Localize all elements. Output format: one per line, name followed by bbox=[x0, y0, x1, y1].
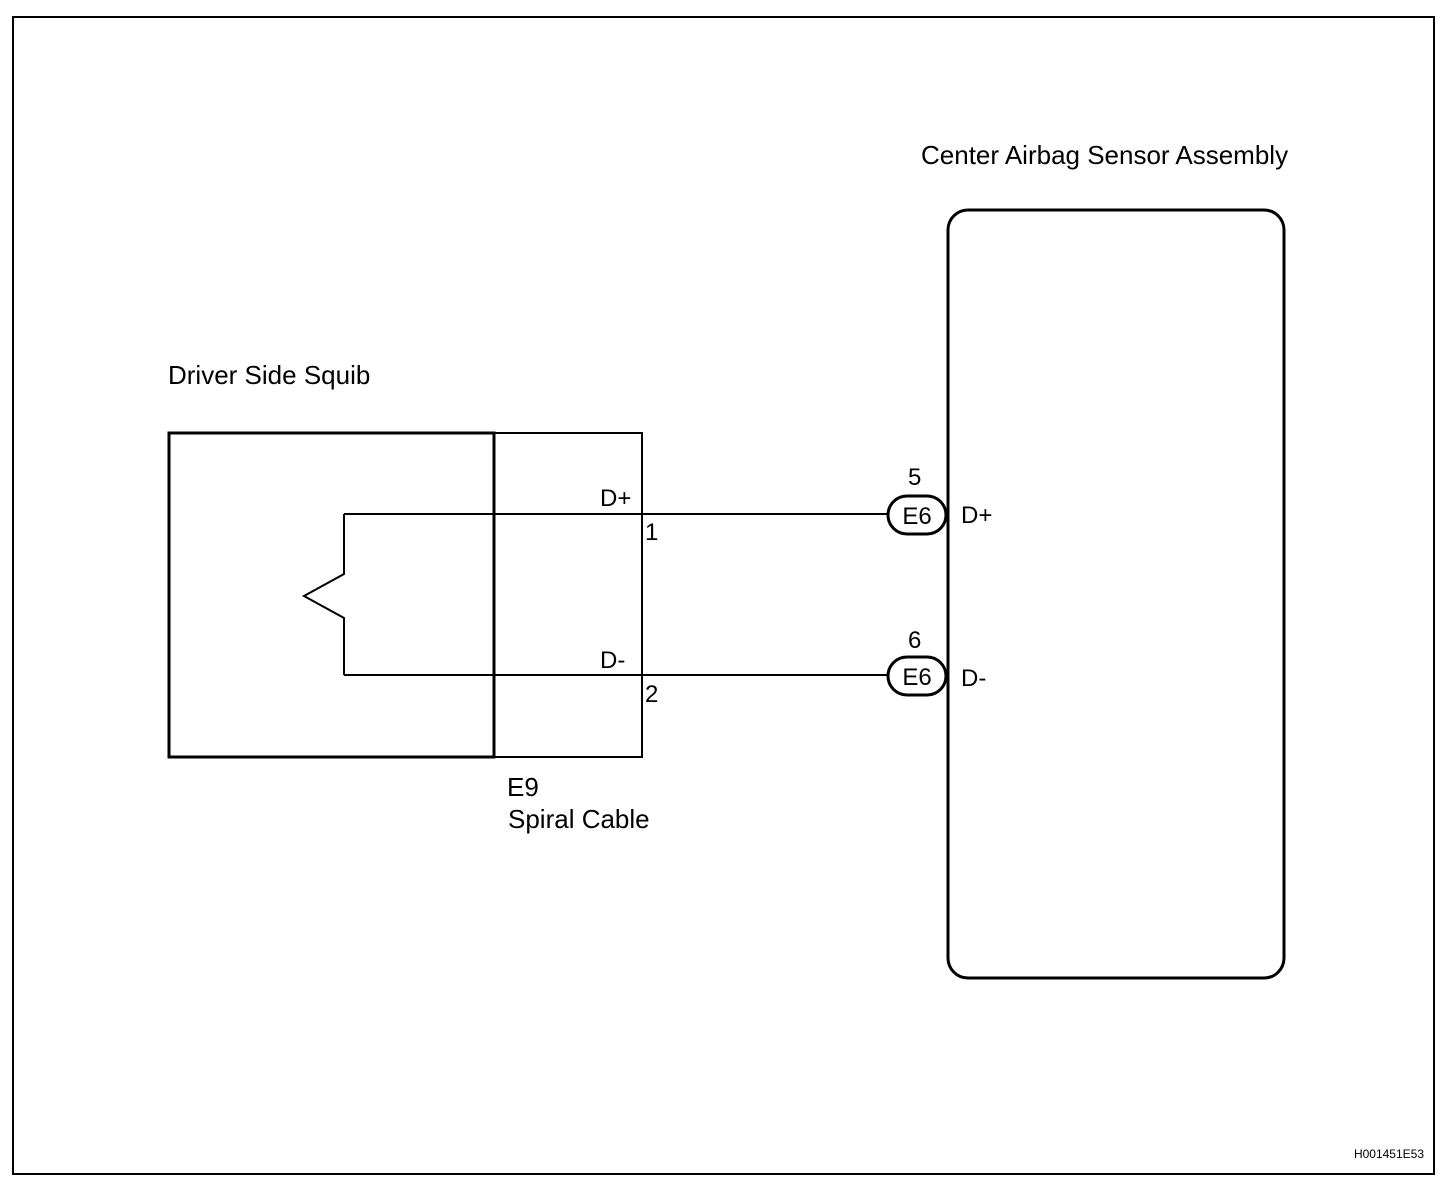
squib-label: Driver Side Squib bbox=[168, 360, 370, 390]
sensor-assembly-box bbox=[946, 208, 1286, 980]
d-plus-connector-code: E6 bbox=[902, 503, 931, 530]
d-plus-spiral-label: D+ bbox=[600, 485, 631, 512]
sensor-assembly-label: Center Airbag Sensor Assembly bbox=[921, 140, 1288, 170]
figure-frame bbox=[12, 16, 1435, 1175]
d-plus-sensor-terminal: D+ bbox=[961, 502, 992, 529]
spiral-cable-label: Spiral Cable bbox=[508, 804, 650, 834]
spiral-cable-box bbox=[493, 432, 643, 758]
d-plus-connector bbox=[886, 494, 948, 536]
figure-code: H001451E53 bbox=[1354, 1147, 1424, 1161]
d-minus-connector-code: E6 bbox=[902, 664, 931, 691]
d-plus-spiral-pin: 1 bbox=[645, 519, 658, 546]
d-minus-connector bbox=[886, 655, 948, 697]
squib-element-symbol bbox=[301, 514, 345, 675]
d-minus-spiral-pin: 2 bbox=[645, 681, 658, 708]
d-minus-spiral-label: D- bbox=[600, 647, 625, 674]
d-plus-sensor-pin: 5 bbox=[908, 464, 921, 491]
d-minus-sensor-terminal: D- bbox=[961, 665, 986, 692]
squib-box bbox=[167, 431, 496, 759]
d-minus-sensor-pin: 6 bbox=[908, 627, 921, 654]
spiral-cable-code: E9 bbox=[507, 772, 539, 802]
